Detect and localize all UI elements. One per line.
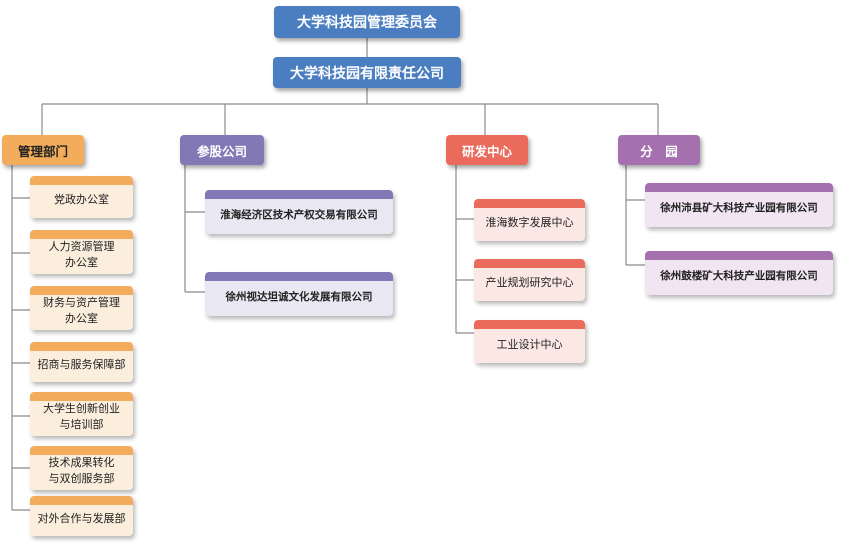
branch-park-label: 徐州鼓楼矿大科技产业园有限公司: [660, 270, 818, 282]
card-stripe: [474, 199, 585, 208]
dept-label: 财务与资产管理 办公室: [43, 296, 120, 325]
category-label: 参股公司: [196, 143, 247, 159]
dept-label: 招商与服务保障部: [37, 358, 126, 371]
card-stripe: [30, 496, 133, 505]
dept-label: 大学生创新创业 与培训部: [43, 402, 120, 431]
category-label: 研发中心: [461, 143, 512, 159]
card-stripe: [30, 342, 133, 351]
rnd-card: 工业设计中心: [474, 320, 585, 363]
card-stripe: [30, 392, 133, 401]
rnd-label: 工业设计中心: [496, 337, 563, 351]
category-label: 管理部门: [17, 143, 68, 159]
category-rnd: 研发中心: [446, 135, 528, 165]
company-label: 大学科技园有限责任公司: [290, 65, 444, 82]
company-card-label: 淮海经济区技术产权交易有限公司: [220, 209, 378, 221]
dept-card: 技术成果转化 与双创服务部: [30, 446, 133, 490]
category-label: 分 园: [640, 143, 678, 159]
rnd-label: 产业规划研究中心: [485, 276, 574, 289]
dept-label: 技术成果转化 与双创服务部: [48, 456, 115, 485]
category-management: 管理部门: [2, 135, 84, 165]
card-stripe: [30, 230, 133, 239]
card-stripe: [645, 183, 833, 192]
branch-park-card: 徐州鼓楼矿大科技产业园有限公司: [645, 251, 833, 295]
branch-park-label: 徐州沛县矿大科技产业园有限公司: [660, 202, 818, 214]
rnd-card: 淮海数字发展中心: [474, 199, 585, 241]
company-card-label: 徐州视达坦诚文化发展有限公司: [225, 291, 373, 303]
rnd-card: 产业规划研究中心: [474, 259, 585, 301]
rnd-label: 淮海数字发展中心: [485, 216, 574, 229]
card-stripe: [30, 286, 133, 295]
dept-label: 党政办公室: [54, 193, 109, 206]
dept-label: 人力资源管理 办公室: [48, 240, 115, 269]
dept-card: 大学生创新创业 与培训部: [30, 392, 133, 436]
dept-label: 对外合作与发展部: [37, 512, 126, 525]
dept-card: 对外合作与发展部: [30, 496, 133, 536]
card-stripe: [474, 259, 585, 268]
dept-card: 党政办公室: [30, 176, 133, 218]
dept-card: 财务与资产管理 办公室: [30, 286, 133, 330]
company-card: 淮海经济区技术产权交易有限公司: [205, 190, 393, 234]
company-card: 徐州视达坦诚文化发展有限公司: [205, 272, 393, 316]
card-stripe: [30, 176, 133, 185]
committee-label: 大学科技园管理委员会: [297, 15, 437, 31]
card-stripe: [205, 272, 393, 281]
dept-card: 人力资源管理 办公室: [30, 230, 133, 274]
card-stripe: [645, 251, 833, 260]
card-stripe: [205, 190, 393, 199]
dept-card: 招商与服务保障部: [30, 342, 133, 382]
card-stripe: [474, 320, 585, 329]
category-branch-parks: 分 园: [618, 135, 700, 165]
category-shareholding: 参股公司: [180, 135, 264, 165]
branch-park-card: 徐州沛县矿大科技产业园有限公司: [645, 183, 833, 227]
company-box: 大学科技园有限责任公司: [273, 57, 461, 88]
committee-box: 大学科技园管理委员会: [274, 6, 460, 38]
card-stripe: [30, 446, 133, 455]
